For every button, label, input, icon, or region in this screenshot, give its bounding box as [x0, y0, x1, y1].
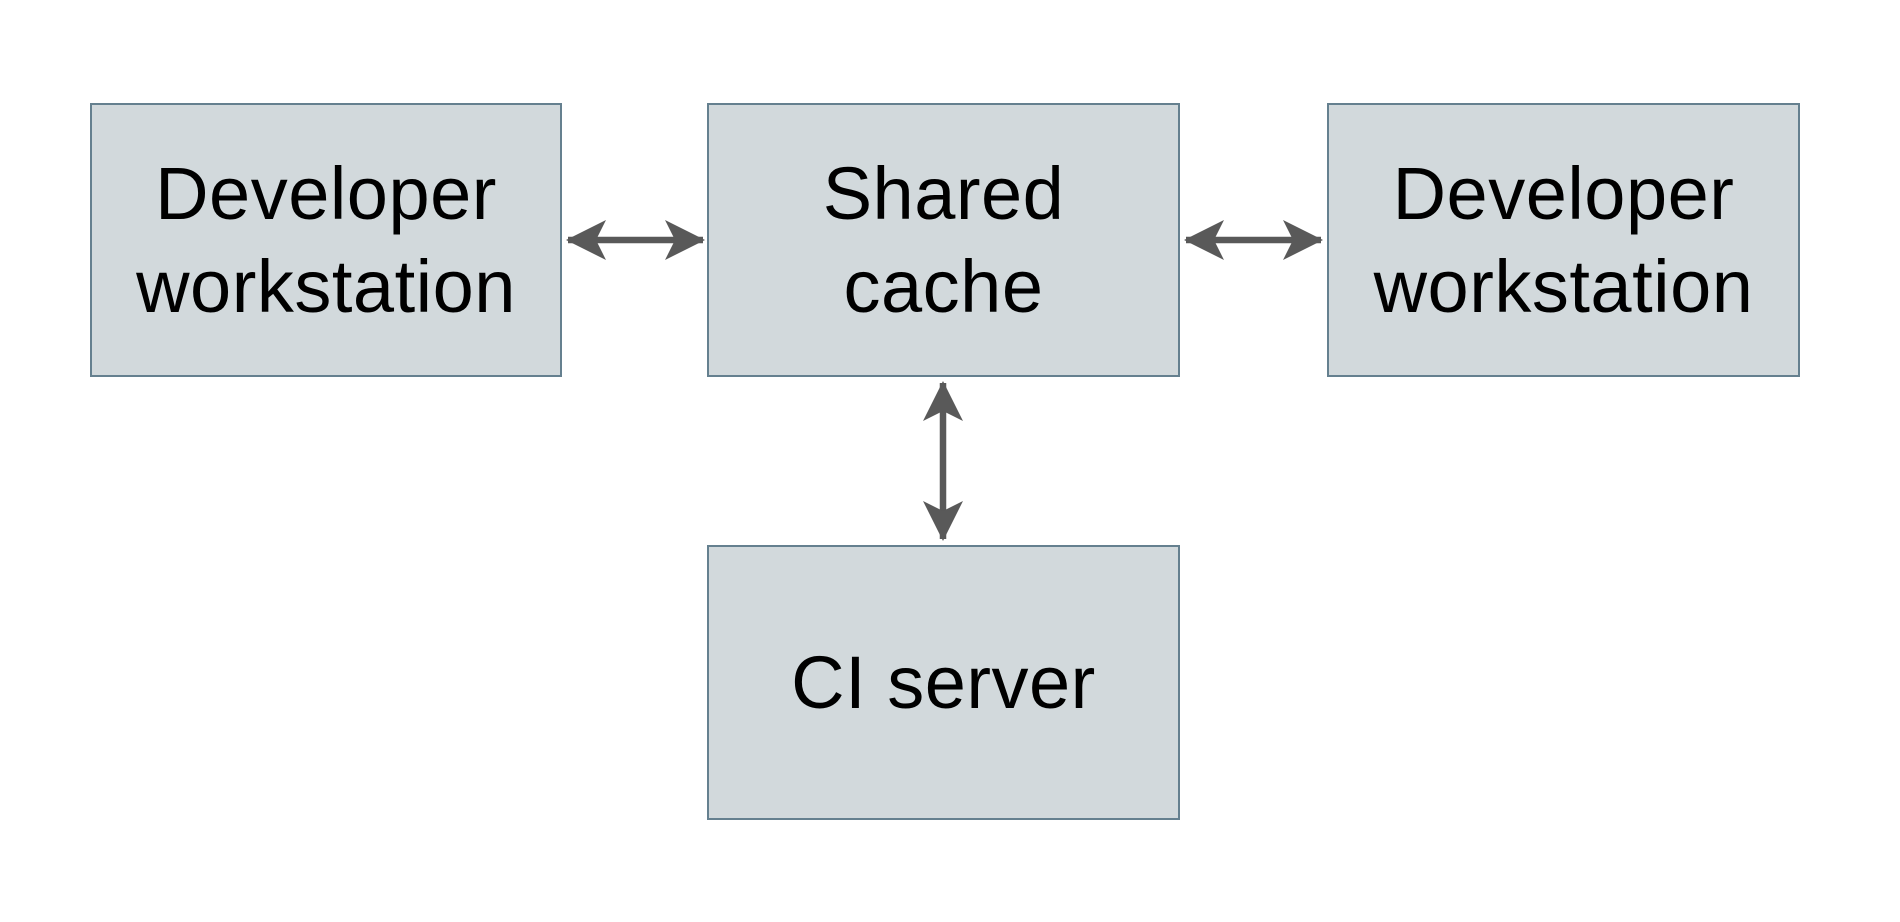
node-ci-server: CI server	[707, 545, 1180, 820]
node-label: CI server	[791, 641, 1096, 724]
node-developer-workstation-right: Developer workstation	[1327, 103, 1800, 377]
node-label: cache	[843, 245, 1044, 328]
node-label: workstation	[136, 245, 516, 328]
node-shared-cache: Shared cache	[707, 103, 1180, 377]
node-label: Developer	[155, 152, 497, 235]
node-label: Shared	[822, 152, 1065, 235]
node-developer-workstation-left: Developer workstation	[90, 103, 562, 377]
node-label: Developer	[1392, 152, 1735, 235]
node-label: workstation	[1373, 245, 1754, 328]
